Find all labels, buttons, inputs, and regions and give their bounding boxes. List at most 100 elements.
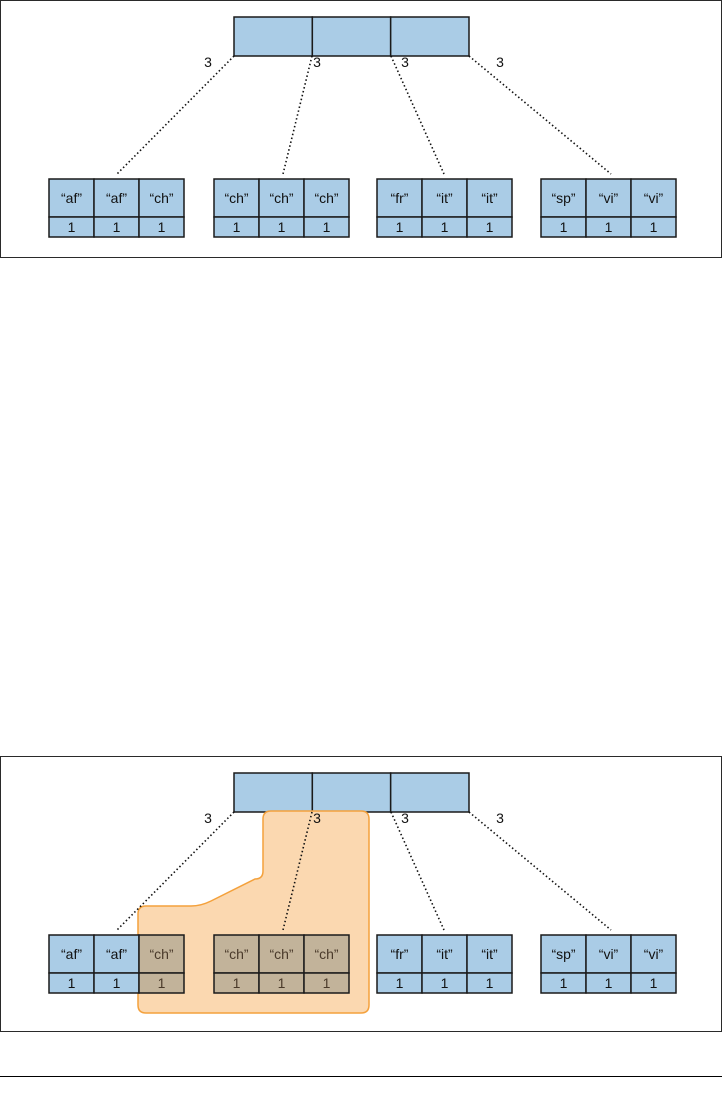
- leaf-key-label: “ch”: [149, 946, 173, 962]
- page-bottom-rule: [0, 1076, 722, 1077]
- leaf-key-label: “ch”: [314, 946, 338, 962]
- leaf-node: “sp” 1 “vi” 1 “vi” 1: [540, 178, 677, 238]
- leaf-key-cell: [213, 934, 260, 974]
- leaf-key-label: “af”: [106, 190, 127, 206]
- leaf-key-cell: [93, 178, 140, 218]
- leaf-key-cell: [138, 178, 185, 218]
- tree-edge: [468, 55, 612, 175]
- leaf-count-label: 1: [486, 219, 494, 235]
- leaf-key-label: “vi”: [599, 190, 619, 206]
- edge-count-label: 3: [496, 810, 504, 826]
- root-cell: [389, 16, 470, 57]
- edge-count-label: 3: [313, 54, 321, 70]
- leaf-count-cell: [138, 972, 185, 994]
- leaf-count-label: 1: [441, 219, 449, 235]
- leaf-count-label: 1: [396, 975, 404, 991]
- leaf-key-label: “sp”: [551, 190, 575, 206]
- leaf-count-label: 1: [396, 219, 404, 235]
- leaf-key-label: “ch”: [269, 190, 293, 206]
- leaf-key-label: “ch”: [224, 190, 248, 206]
- leaf-key-label: “vi”: [644, 946, 664, 962]
- edge-count-label: 3: [313, 810, 321, 826]
- leaf-key-cell: [138, 934, 185, 974]
- leaf-key-label: “af”: [61, 190, 82, 206]
- leaf-count-cell: [303, 972, 350, 994]
- leaf-count-label: 1: [68, 219, 76, 235]
- leaf-count-label: 1: [650, 219, 658, 235]
- leaf-key-label: “fr”: [391, 190, 409, 206]
- leaf-count-label: 1: [278, 219, 286, 235]
- leaf-node: “ch”1“ch”1“ch”1: [213, 934, 350, 994]
- leaf-key-cell: [630, 178, 677, 218]
- root-cell: [311, 772, 392, 813]
- root-cell: [233, 772, 314, 813]
- leaf-key-label: “it”: [436, 946, 453, 962]
- leaf-count-label: 1: [113, 219, 121, 235]
- tree-edge: [282, 55, 313, 175]
- leaf-key-label: “ch”: [224, 946, 248, 962]
- leaf-count-cell: [630, 216, 677, 238]
- leaf-count-cell: [466, 972, 513, 994]
- root-node: [233, 772, 470, 813]
- leaf-count-label: 1: [113, 975, 121, 991]
- tree-edge: [390, 811, 445, 931]
- leaf-key-label: “ch”: [269, 946, 293, 962]
- leaf-count-label: 1: [158, 975, 166, 991]
- leaf-node: “af” 1 “af” 1 “ch” 1: [48, 178, 185, 238]
- edge-count-label: 3: [401, 810, 409, 826]
- root-cell: [311, 16, 392, 57]
- tree-edge: [390, 55, 445, 175]
- leaf-count-label: 1: [605, 975, 613, 991]
- edge-count-label: 3: [204, 810, 212, 826]
- leaf-count-label: 1: [233, 219, 241, 235]
- leaf-key-label: “vi”: [644, 190, 664, 206]
- edge-count-label: 3: [401, 54, 409, 70]
- leaf-key-label: “vi”: [599, 946, 619, 962]
- edge-count-label: 3: [496, 54, 504, 70]
- leaf-key-label: “it”: [481, 946, 498, 962]
- edge-count-label: 3: [204, 54, 212, 70]
- leaf-key-cell: [466, 178, 513, 218]
- leaf-count-label: 1: [68, 975, 76, 991]
- leaf-node: “fr” 1 “it” 1 “it” 1: [376, 178, 513, 238]
- leaf-count-label: 1: [278, 975, 286, 991]
- root-node: [233, 16, 470, 57]
- leaf-count-label: 1: [605, 219, 613, 235]
- leaf-count-cell: [630, 972, 677, 994]
- leaf-key-label: “fr”: [391, 946, 409, 962]
- tree-edge: [282, 811, 313, 931]
- leaf-key-label: “ch”: [314, 190, 338, 206]
- leaf-count-label: 1: [441, 975, 449, 991]
- leaf-key-cell: [630, 934, 677, 974]
- leaf-key-label: “it”: [481, 190, 498, 206]
- leaf-count-cell: [466, 216, 513, 238]
- root-cell: [233, 16, 314, 57]
- leaf-key-cell: [303, 934, 350, 974]
- leaf-count-label: 1: [650, 975, 658, 991]
- leaf-node: “ch” 1 “ch” 1 “ch” 1: [213, 178, 350, 238]
- leaf-key-label: “af”: [106, 946, 127, 962]
- tree-edge: [468, 811, 612, 931]
- leaf-key-cell: [466, 934, 513, 974]
- leaf-count-label: 1: [323, 219, 331, 235]
- root-cell: [389, 772, 470, 813]
- leaf-key-cell: [258, 934, 305, 974]
- leaf-count-label: 1: [486, 975, 494, 991]
- leaf-node: “fr” 1 “it” 1 “it” 1: [376, 934, 513, 994]
- leaf-count-label: 1: [233, 975, 241, 991]
- leaf-count-label: 1: [560, 975, 568, 991]
- leaf-key-label: “ch”: [149, 190, 173, 206]
- leaf-count-label: 1: [560, 219, 568, 235]
- leaf-count-cell: [303, 216, 350, 238]
- leaf-node: “af”1“af”1“ch”1: [48, 934, 185, 994]
- leaf-count-label: 1: [158, 219, 166, 235]
- leaf-count-cell: [138, 216, 185, 238]
- leaf-key-label: “sp”: [551, 946, 575, 962]
- leaf-key-cell: [48, 178, 95, 218]
- leaf-key-label: “it”: [436, 190, 453, 206]
- leaf-key-cell: [376, 934, 423, 974]
